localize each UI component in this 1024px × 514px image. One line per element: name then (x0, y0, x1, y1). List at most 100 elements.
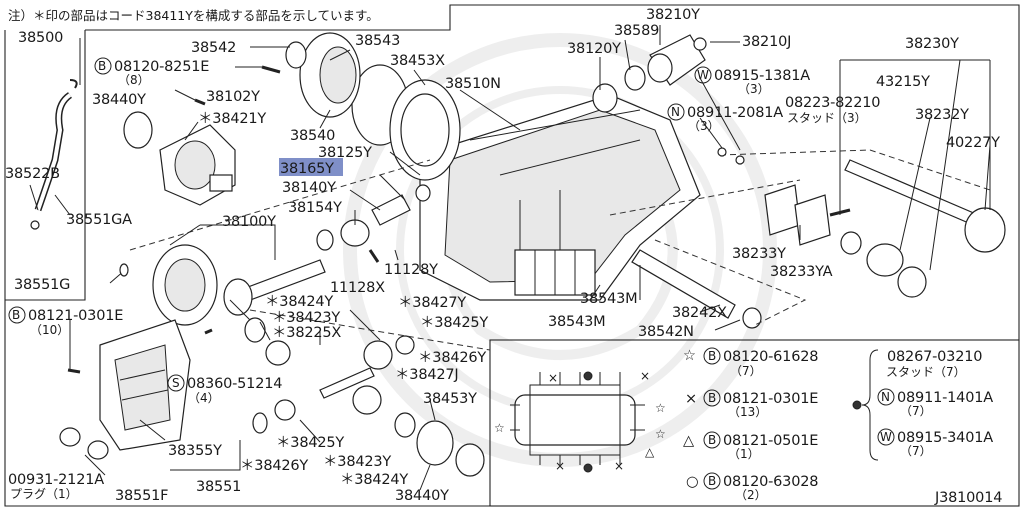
label-38542: 38542 (191, 40, 236, 56)
label-38453Y: 38453Y (423, 391, 477, 407)
svg-text:（7）: （7） (900, 444, 932, 458)
svg-text:スタッド（7）: スタッド（7） (886, 365, 966, 379)
breather-hose (30, 79, 78, 230)
label-11128Y: 11128Y (384, 262, 438, 278)
svg-text:△: △ (645, 445, 655, 459)
label-38427Y: ＊38427Y (398, 295, 466, 311)
label-08911-2081A: N 08911-2081A （3） (667, 103, 783, 133)
svg-text:（7）: （7） (900, 404, 932, 418)
svg-text:S: S (172, 376, 180, 390)
svg-text:08911-2081A: 08911-2081A (687, 105, 783, 121)
label-08120-8251E: B 08120-8251E （8） (94, 57, 209, 87)
svg-text:（1）: （1） (728, 447, 760, 461)
label-38230Y: 38230Y (905, 36, 959, 52)
svg-text:B: B (708, 391, 716, 405)
svg-text:（10）: （10） (30, 323, 69, 337)
label-11128X: 11128X (330, 280, 385, 296)
label-38421Y: ＊38421Y (198, 111, 266, 127)
svg-text:B: B (708, 433, 716, 447)
label-00931-2121A: 00931-2121A (8, 472, 104, 488)
svg-text:08120-63028: 08120-63028 (723, 474, 818, 490)
svg-text:08120-8251E: 08120-8251E (114, 59, 209, 75)
label-38423Y-a: ＊38423Y (272, 310, 340, 326)
label-38522B: 38522B (5, 166, 60, 182)
label-38165Y-highlighted: 38165Y (279, 158, 343, 177)
leader-lines (29, 25, 991, 491)
label-43215Y: 43215Y (876, 74, 930, 90)
label-38140Y: 38140Y (282, 180, 336, 196)
svg-text:N: N (671, 105, 680, 119)
axle-tube (631, 249, 762, 329)
pinion-spacer (316, 184, 431, 251)
label-38425Y-a: ＊38425Y (420, 315, 488, 331)
svg-text:08267-03210: 08267-03210 (887, 349, 982, 365)
side-gears (244, 317, 485, 477)
svg-text:B: B (12, 308, 20, 322)
label-38551F: 38551F (115, 488, 168, 504)
svg-text:☆: ☆ (655, 427, 666, 441)
header-note: 注）＊印の部品はコード38411Yを構成する部品を示しています。 (8, 8, 379, 23)
label-38120Y: 38120Y (567, 41, 621, 57)
svg-text:B: B (708, 474, 716, 488)
ring-gear-38100Y (152, 244, 326, 326)
label-38425Y-b: ＊38425Y (276, 435, 344, 451)
label-plug-1: プラグ（1） (10, 487, 78, 501)
svg-text:×: × (548, 371, 558, 385)
legend-box (489, 339, 1020, 507)
svg-text:08911-1401A: 08911-1401A (897, 390, 993, 406)
label-38100Y: 38100Y (222, 214, 276, 230)
label-08360-51214: S 08360-51214 （4） (167, 374, 282, 405)
svg-text:○: ○ (686, 474, 698, 490)
svg-text:B: B (708, 349, 716, 363)
drain-plugs (59, 427, 109, 460)
svg-text:N: N (881, 390, 890, 404)
svg-text:×: × (640, 369, 650, 383)
guide-line-5 (654, 239, 807, 326)
svg-text:08121-0301E: 08121-0301E (723, 391, 818, 407)
svg-text:W: W (880, 430, 892, 444)
label-38543M-b: 38543M (548, 314, 605, 330)
svg-text:×: × (685, 391, 697, 407)
guide-line-3 (609, 179, 801, 216)
svg-text:08121-0301E: 08121-0301E (28, 308, 123, 324)
legend-cross: × B 08121-0301E （13） (685, 389, 818, 419)
svg-text:（4）: （4） (188, 391, 220, 405)
label-38440Y-b: 38440Y (395, 488, 449, 504)
svg-text:38165Y: 38165Y (280, 161, 334, 177)
label-38589: 38589 (614, 23, 659, 39)
label-38551GA: 38551GA (66, 212, 132, 228)
seal-38542 (285, 41, 307, 69)
diagram-id: J3810014 (934, 490, 1002, 506)
svg-text:☆: ☆ (494, 421, 505, 435)
label-40227Y: 40227Y (946, 135, 1000, 151)
label-38210Y: 38210Y (646, 7, 700, 23)
label-08223-82210: 08223-82210 (785, 95, 880, 111)
differential-case (123, 111, 236, 206)
rear-cover-38355Y (99, 319, 191, 451)
label-38426Y-a: ＊38426Y (418, 350, 486, 366)
label-08915-1381A: W 08915-1381A （3） (694, 66, 810, 96)
side-retainer-38540 (299, 32, 361, 118)
label-38424Y-a: ＊38424Y (265, 294, 333, 310)
svg-text:△: △ (683, 433, 695, 449)
legend-triangle: △ B 08121-0501E （1） (683, 431, 818, 461)
label-38210J: 38210J (742, 34, 791, 50)
label-38540: 38540 (290, 128, 335, 144)
companion-flange (592, 34, 707, 113)
label-38542N: 38542N (638, 324, 694, 340)
cover-bolt-pattern: × × × × ☆ ☆ ☆ △ (494, 369, 666, 473)
svg-text:×: × (614, 459, 624, 473)
label-38154Y: 38154Y (288, 200, 342, 216)
legend-entries: ☆ B 08120-61628 （7） × B 08121-0301E （13）… (683, 347, 993, 502)
axle-shaft-right (840, 159, 1006, 298)
svg-text:（3）: （3） (738, 82, 770, 96)
label-38551: 38551 (196, 479, 241, 495)
label-38453X: 38453X (390, 53, 445, 69)
svg-text:（2）: （2） (735, 488, 767, 502)
svg-text:08915-1381A: 08915-1381A (714, 68, 810, 84)
label-38427J: ＊38427J (395, 367, 459, 383)
legend-star: ☆ B 08120-61628 （7） (683, 347, 818, 378)
label-38233YA: 38233YA (770, 264, 833, 280)
part-labels: 38500 38542 38543 38453X 38510N 38589 38… (5, 7, 1000, 504)
label-38510N: 38510N (445, 76, 501, 92)
